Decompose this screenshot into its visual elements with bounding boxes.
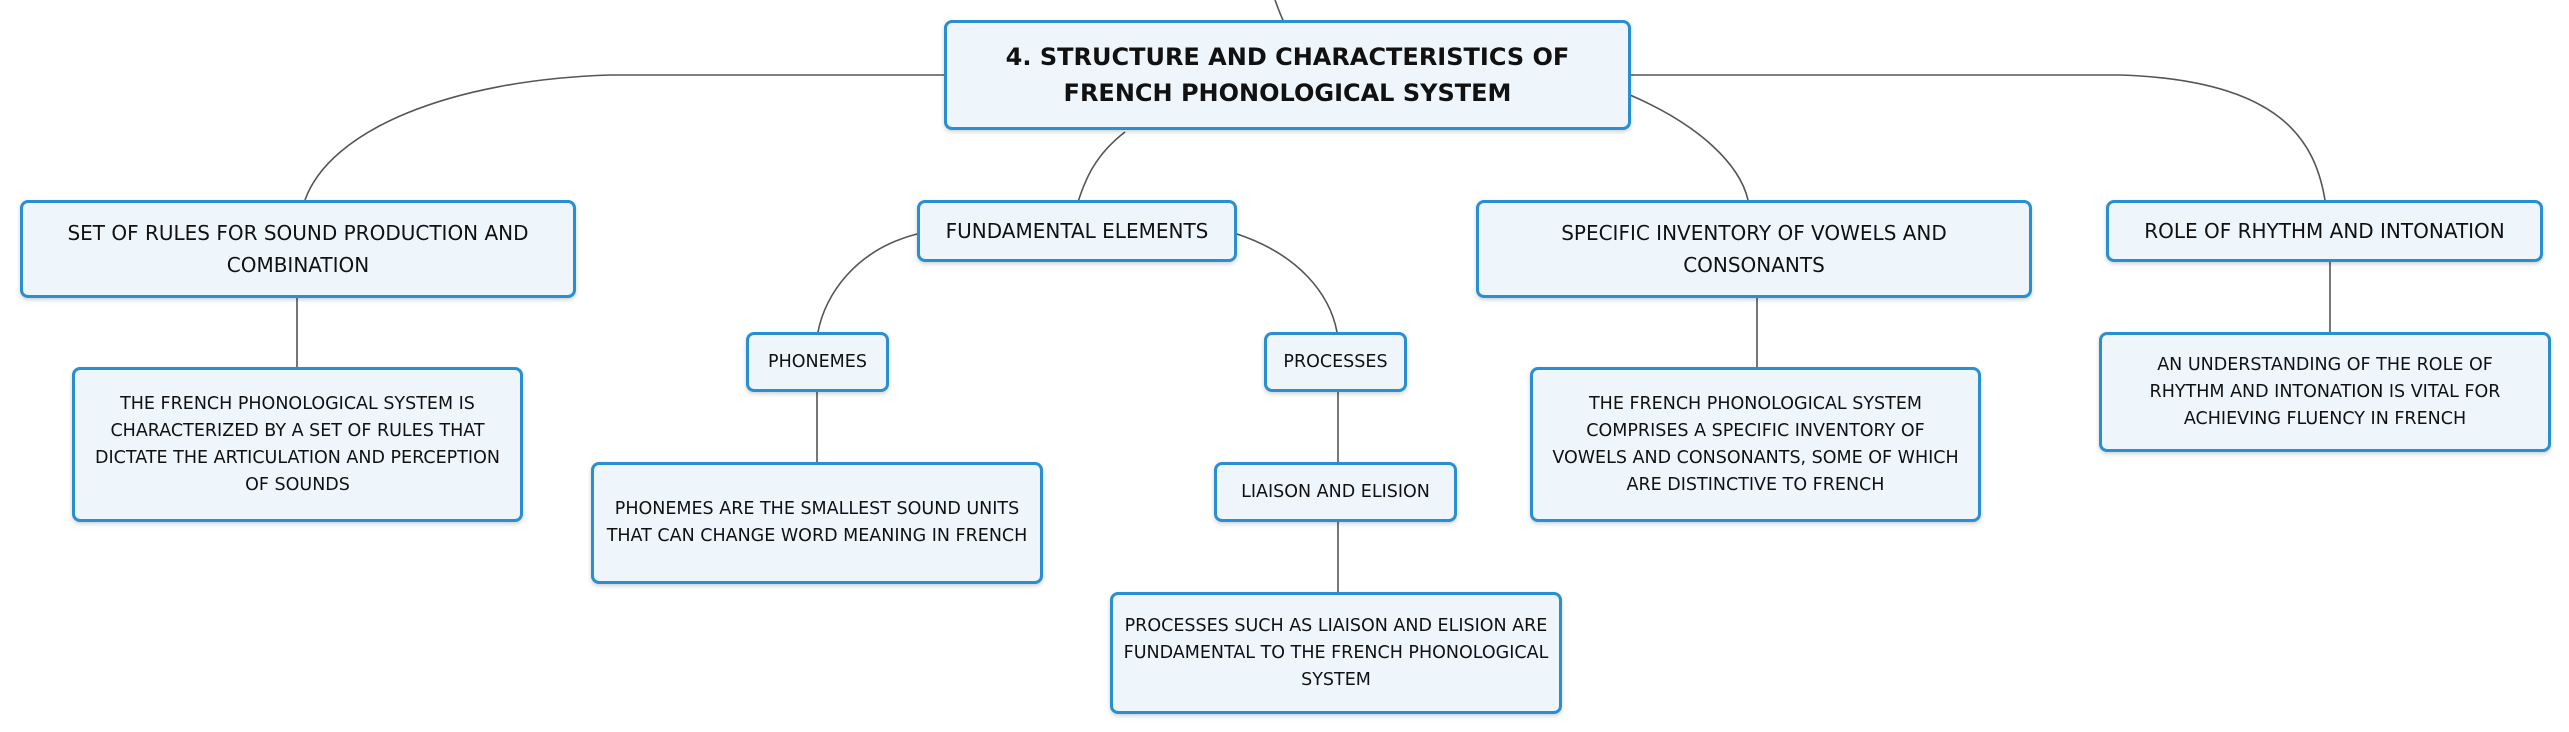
connector-root-fundamental <box>1077 131 1126 203</box>
node-rules[interactable]: SET OF RULES FOR SOUND PRODUCTION AND CO… <box>20 200 576 298</box>
node-processes-detail-label: PROCESSES SUCH AS LIAISON AND ELISION AR… <box>1123 615 1549 690</box>
node-phonemes-label: PHONEMES <box>768 351 867 372</box>
node-rules-detail[interactable]: THE FRENCH PHONOLOGICAL SYSTEM IS CHARAC… <box>72 367 523 522</box>
node-fundamental[interactable]: FUNDAMENTAL ELEMENTS <box>917 200 1237 262</box>
root-node[interactable]: 4. STRUCTURE AND CHARACTERISTICS OF FREN… <box>944 20 1631 130</box>
node-rhythm-detail[interactable]: AN UNDERSTANDING OF THE ROLE OF RHYTHM A… <box>2099 332 2551 452</box>
connector-root-rules <box>304 74 944 201</box>
node-phonemes-detail-label: PHONEMES ARE THE SMALLEST SOUND UNITS TH… <box>606 499 1028 546</box>
node-rhythm-label: ROLE OF RHYTHM AND INTONATION <box>2144 219 2505 243</box>
node-rhythm[interactable]: ROLE OF RHYTHM AND INTONATION <box>2106 200 2543 262</box>
node-inventory-label: SPECIFIC INVENTORY OF VOWELS AND CONSONA… <box>1561 221 1947 277</box>
node-phonemes-detail[interactable]: PHONEMES ARE THE SMALLEST SOUND UNITS TH… <box>591 462 1043 584</box>
connector-fundamental-phonemes <box>817 233 918 333</box>
node-rules-label: SET OF RULES FOR SOUND PRODUCTION AND CO… <box>67 221 529 277</box>
node-processes-label: PROCESSES <box>1283 351 1388 372</box>
node-liaison-elision[interactable]: LIAISON AND ELISION <box>1214 462 1457 522</box>
connector-root-inventory <box>1629 94 1749 201</box>
node-processes-detail[interactable]: PROCESSES SUCH AS LIAISON AND ELISION AR… <box>1110 592 1562 714</box>
node-phonemes[interactable]: PHONEMES <box>746 332 889 392</box>
node-inventory-detail-label: THE FRENCH PHONOLOGICAL SYSTEM COMPRISES… <box>1552 393 1959 495</box>
node-fundamental-label: FUNDAMENTAL ELEMENTS <box>945 219 1209 243</box>
connector-fundamental-processes <box>1236 233 1338 333</box>
node-processes[interactable]: PROCESSES <box>1264 332 1407 392</box>
node-inventory[interactable]: SPECIFIC INVENTORY OF VOWELS AND CONSONA… <box>1476 200 2032 298</box>
node-liaison-elision-label: LIAISON AND ELISION <box>1241 481 1430 502</box>
connector-root-rhythm <box>1630 74 2326 201</box>
root-node-label: 4. STRUCTURE AND CHARACTERISTICS OF FREN… <box>1005 43 1570 107</box>
node-rules-detail-label: THE FRENCH PHONOLOGICAL SYSTEM IS CHARAC… <box>95 393 500 495</box>
node-inventory-detail[interactable]: THE FRENCH PHONOLOGICAL SYSTEM COMPRISES… <box>1530 367 1981 522</box>
connector-root-up <box>1274 0 1284 21</box>
node-rhythm-detail-label: AN UNDERSTANDING OF THE ROLE OF RHYTHM A… <box>2149 354 2501 429</box>
